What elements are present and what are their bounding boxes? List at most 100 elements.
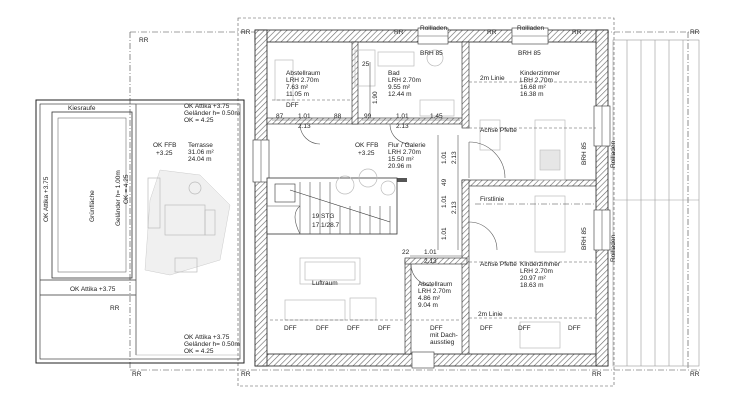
dff-label: DFF	[568, 325, 581, 332]
ok-ffb-left-value: +3.25	[156, 150, 173, 157]
right-roof-panels	[612, 39, 700, 367]
dim-213: 2.13	[451, 201, 458, 214]
kinderzimmer-top-lrh: LRH 2.70m	[520, 77, 553, 84]
rr-label: RR	[592, 371, 602, 378]
dim-101: 1.01	[298, 113, 311, 120]
rr-label: RR	[487, 29, 497, 36]
bad-lrh: LRH 2.70m	[388, 77, 421, 84]
brh-label: BRH 85	[581, 142, 588, 165]
dim-49: 49	[441, 178, 448, 186]
dim-25: 25	[362, 61, 370, 68]
terrace-furniture	[144, 169, 231, 276]
kinderzimmer-bottom-lrh: LRH 2.70m	[520, 268, 553, 275]
abstellraum-top-name: Abstellraum	[286, 70, 320, 77]
kinderzimmer-bottom-name: Kinderzimmer	[520, 261, 561, 268]
dff-dachausstieg-2: mit Dach-	[430, 332, 458, 339]
flur-lrh: LRH 2.70m	[388, 149, 421, 156]
abstellraum-bottom-area: 4.86 m²	[418, 295, 441, 302]
dim-101: 1.01	[424, 249, 437, 256]
brh-label: BRH 85	[420, 50, 443, 57]
ok-ffb-left: OK FFB	[153, 142, 176, 149]
kinderzimmer-top-perimeter: 16.38 m	[520, 91, 544, 98]
dashed-lines	[270, 81, 596, 321]
dim-213: 2.13	[298, 123, 311, 130]
dff-label: DFF	[480, 325, 493, 332]
rollladen-label: Rollladen	[517, 25, 544, 32]
attika-bottom-1: OK Attika +3.75	[184, 334, 230, 341]
kiesraufe-label: Kiesraufe	[68, 105, 96, 112]
flur-area: 15.50 m²	[388, 156, 414, 163]
gelaender-vertical: Geländer h= 1.00m	[115, 170, 122, 226]
achse-pfette-label: Achse Pfette	[480, 261, 517, 268]
dim-213: 2.13	[424, 258, 437, 265]
dim-101: 1.01	[441, 227, 448, 240]
bad-perimeter: 12.44 m	[388, 91, 412, 98]
rr-label: RR	[690, 371, 700, 378]
abstellraum-top-area: 7.63 m²	[286, 84, 309, 91]
windows	[252, 27, 611, 369]
roof-outline	[237, 17, 615, 387]
dim-101: 1.01	[396, 113, 409, 120]
bad-area: 9.55 m²	[388, 84, 411, 91]
dff-label: DFF	[378, 325, 391, 332]
terrace-area	[35, 99, 245, 364]
stairs-ratio: 17.1/28.7	[312, 222, 339, 229]
dim-213: 2.13	[396, 123, 409, 130]
stairs-count: 19 STG	[312, 213, 334, 220]
ok-ffb-mid-value: +3.25	[358, 150, 375, 157]
dim-88: 88	[334, 113, 342, 120]
luftraum-label: Luftraum	[312, 280, 338, 287]
attika-bottom-2: Geländer h= 0.50m	[184, 341, 240, 348]
achse-pfette-label: Achse Pfette	[480, 127, 517, 134]
dim-22: 22	[402, 249, 410, 256]
dim-99: 99	[364, 113, 372, 120]
bad-name: Bad	[388, 70, 400, 77]
ok-attika-bottom-left: OK Attika +3.75	[70, 286, 116, 293]
dff-dachausstieg-1: DFF	[430, 325, 443, 332]
dff-label: DFF	[286, 102, 299, 109]
abstellraum-top-perimeter: 11.05 m	[286, 91, 309, 98]
rr-label: RR	[241, 29, 251, 36]
dff-label: DFF	[316, 325, 329, 332]
rr-label: RR	[241, 371, 251, 378]
dff-label: DFF	[518, 325, 531, 332]
abstellraum-bottom-lrh: LRH 2.70m	[418, 288, 451, 295]
dff-label: DFF	[284, 325, 297, 332]
firstlinie-label: Firstlinie	[480, 196, 505, 203]
dim-87: 87	[276, 113, 284, 120]
linie-2m-label: 2m Linie	[480, 75, 505, 82]
rr-label: RR	[572, 29, 582, 36]
kinderzimmer-top-area: 16.68 m²	[520, 84, 546, 91]
ok-attika-vertical: OK Attika +3.75	[43, 176, 50, 222]
dff-dachausstieg-3: ausstieg	[430, 339, 455, 346]
rr-label: RR	[110, 305, 120, 312]
ok425-vertical: OK = 4.25	[123, 174, 130, 204]
rollladen-label: Rollladen	[610, 141, 617, 168]
dim-190: 1.90	[372, 91, 379, 104]
dimension-lines	[272, 62, 462, 257]
kinderzimmer-bottom-area: 20.97 m²	[520, 275, 546, 282]
kinderzimmer-top-name: Kinderzimmer	[520, 70, 561, 77]
dim-213: 2.13	[451, 151, 458, 164]
attika-top-2: Geländer h= 0.50m	[184, 110, 240, 117]
brh-label: BRH 85	[518, 50, 541, 57]
flur-perimeter: 20.96 m	[388, 163, 412, 170]
labels-layer: RR RR RR RR RR RR RR RR RR RR RR Rolllad…	[43, 25, 700, 378]
dff-label: DFF	[347, 325, 360, 332]
terrasse-area: 31.06 m²	[188, 149, 214, 156]
rollladen-label: Rollladen	[610, 235, 617, 262]
furniture	[274, 49, 566, 349]
attika-bottom-3: OK = 4.25	[184, 348, 214, 355]
terrasse-name: Terrasse	[188, 142, 213, 149]
abstellraum-top-lrh: LRH 2.70m	[286, 77, 319, 84]
linie-2m-label: 2m Linie	[478, 311, 503, 318]
brh-label: BRH 85	[581, 227, 588, 250]
rr-label: RR	[132, 371, 142, 378]
attika-top-3: OK = 4.25	[184, 117, 214, 124]
flur-name: Flur / Galerie	[388, 142, 426, 149]
attika-top-1: OK Attika +3.75	[184, 103, 230, 110]
dim-101: 1.01	[441, 151, 448, 164]
terrasse-perimeter: 24.04 m	[188, 156, 212, 163]
abstellraum-bottom-name: Abstellraum	[418, 281, 452, 288]
